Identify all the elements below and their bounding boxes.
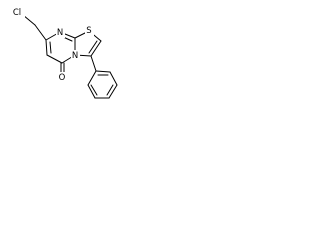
bond-c6-c7 [45,39,48,56]
chemical-structure-diagram: Cl N N S O [9,6,118,99]
sulfur-label: S [86,26,91,36]
bond-c3-phenyl [90,55,97,72]
carbonyl-oxygen-label: O [59,73,66,83]
bond-ph2-ph3 [109,71,118,86]
bond-ph5-ph6 [87,84,96,99]
n-top-label-bg [56,27,65,38]
bond-ph1-ph2 [95,70,111,73]
bond-c2-c3-double [88,40,98,54]
bond-ch2-c7 [34,24,47,41]
n-fused-label-bg [71,50,80,61]
bond-c6-c7-double [49,41,52,54]
o-label-bg [58,72,67,83]
chlorine-label: Cl [13,8,21,18]
bond-ph-double-3 [90,84,98,96]
bond-ph6-ph1 [87,70,97,86]
s-label-bg [85,25,94,36]
bond-c5-c6 [46,54,63,64]
bond-c2-c3 [90,40,102,57]
bond-ph-double-2 [106,84,114,96]
cl-label-bg [9,6,25,18]
ring-nitrogen-fused-label: N [72,51,78,61]
bond-ph3-ph4 [108,84,118,99]
ring-nitrogen-top-label: N [57,28,63,38]
